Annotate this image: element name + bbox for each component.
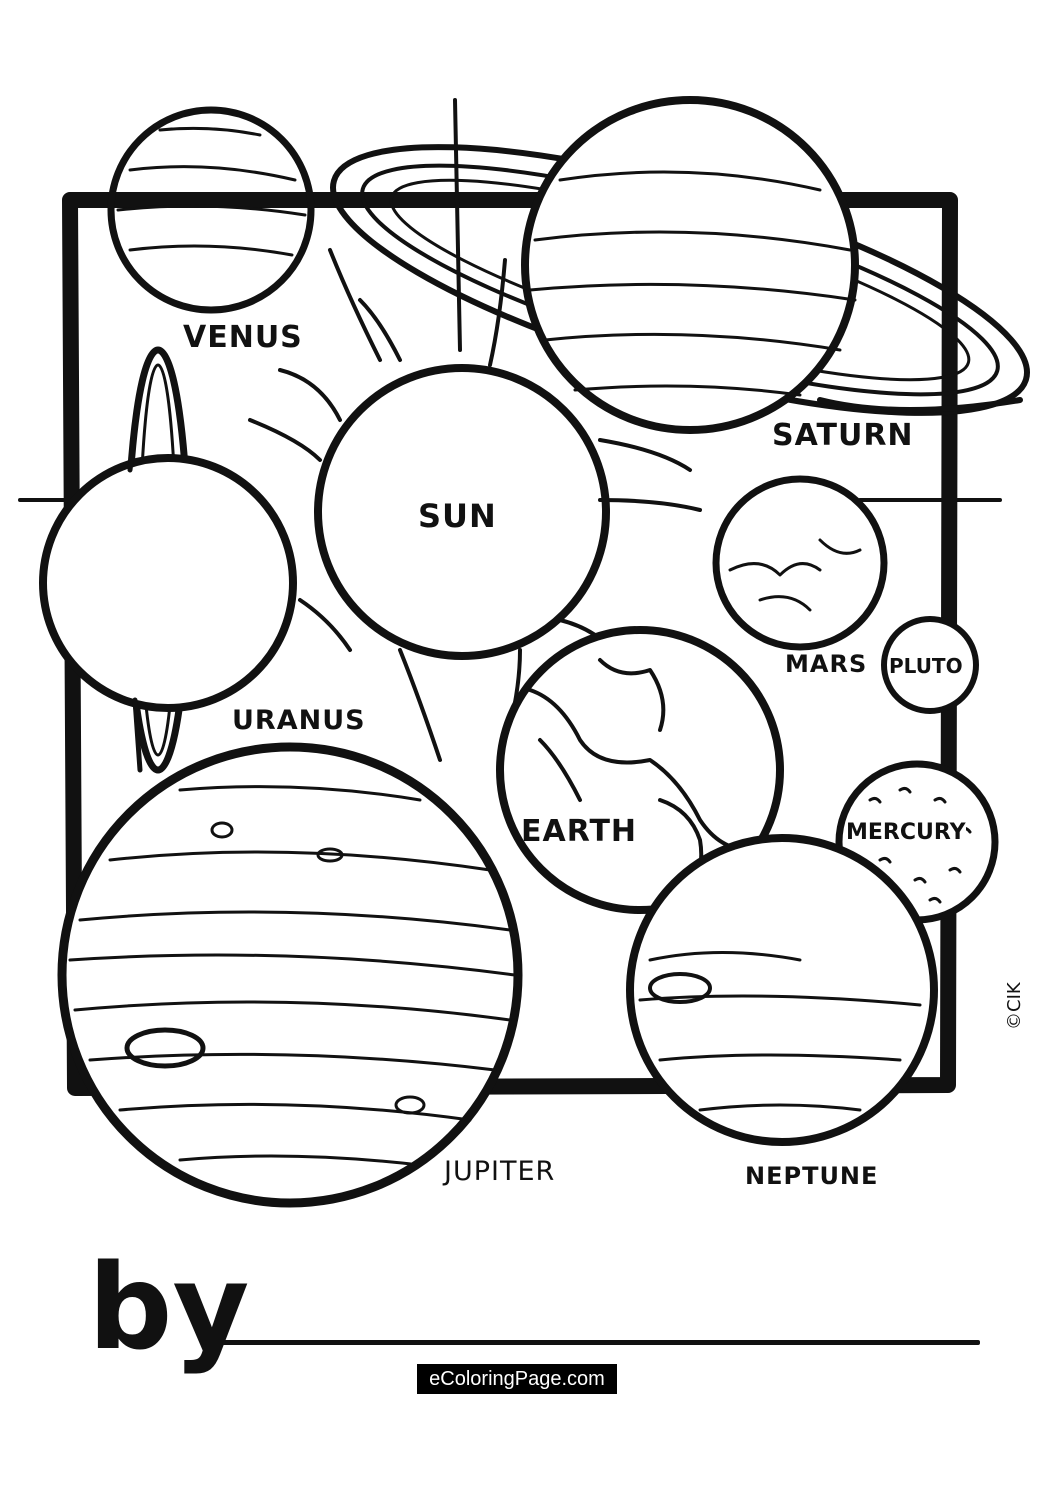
jupiter-label: JUPITER	[444, 1156, 556, 1187]
signature-line	[205, 1340, 980, 1345]
mercury-label: MERCURY	[846, 820, 966, 845]
mars-planet	[712, 475, 888, 651]
saturn-planet	[330, 96, 1030, 434]
saturn-label: SATURN	[772, 418, 914, 453]
uranus-label: URANUS	[232, 705, 366, 736]
sun-label: SUN	[418, 497, 497, 535]
uranus-planet	[39, 346, 297, 774]
signature-prefix: by	[88, 1238, 250, 1376]
venus-label: VENUS	[183, 320, 303, 355]
earth-label: EARTH	[521, 814, 638, 849]
venus-planet	[107, 106, 315, 314]
mars-label: MARS	[785, 650, 868, 678]
site-watermark: eColoringPage.com	[417, 1364, 617, 1394]
earth-planet	[496, 626, 784, 914]
pluto-label: PLUTO	[889, 654, 963, 678]
sun-body	[314, 364, 610, 660]
jupiter-planet	[57, 742, 523, 1208]
copyright-mark: ©CIK	[1004, 982, 1025, 1030]
neptune-label: NEPTUNE	[745, 1162, 879, 1190]
neptune-planet	[626, 834, 938, 1146]
pluto-planet	[881, 616, 979, 714]
